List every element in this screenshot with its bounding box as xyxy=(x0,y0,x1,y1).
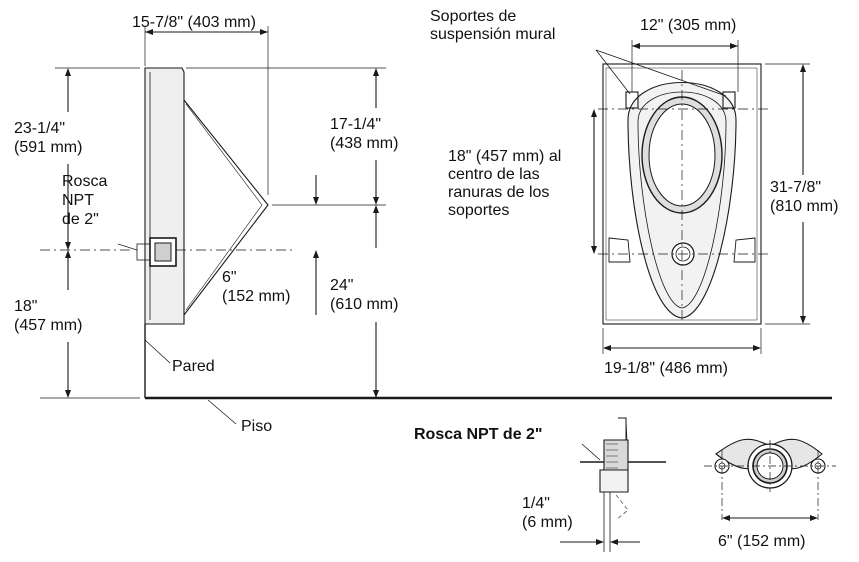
label-piso: Piso xyxy=(241,418,273,435)
label-soportes-suspension: Soportes de suspensión mural xyxy=(430,8,556,43)
dim-width-19-1-8: 19-1/8" (486 mm) xyxy=(604,360,728,377)
dim-width-6-flange: 6" (152 mm) xyxy=(718,533,806,550)
dim-6-inch-side: 6" (152 mm) xyxy=(222,269,291,305)
dim-height-31-7-8: 31-7/8" (810 mm) xyxy=(770,179,839,215)
dim-height-17-1-4: 17-1/4" (438 mm) xyxy=(330,116,399,152)
label-rosca-npt-detail: Rosca NPT de 2" xyxy=(414,426,543,443)
dim-height-18: 18" (457 mm) xyxy=(14,298,83,334)
dim-quarter-inch: 1/4" (6 mm) xyxy=(522,495,573,531)
dim-height-23-1-4: 23-1/4" (591 mm) xyxy=(14,120,83,156)
dim-width-15-7-8: 15-7/8" (403 mm) xyxy=(132,14,256,31)
label-rosca-npt-side: Rosca NPT de 2" xyxy=(62,173,108,228)
side-urinal-body xyxy=(144,67,185,325)
note-center-brackets: 18" (457 mm) al centro de las ranuras de… xyxy=(448,148,562,219)
dim-height-24: 24" (610 mm) xyxy=(330,277,399,313)
label-pared: Pared xyxy=(172,358,215,375)
dim-width-12: 12" (305 mm) xyxy=(640,17,737,34)
